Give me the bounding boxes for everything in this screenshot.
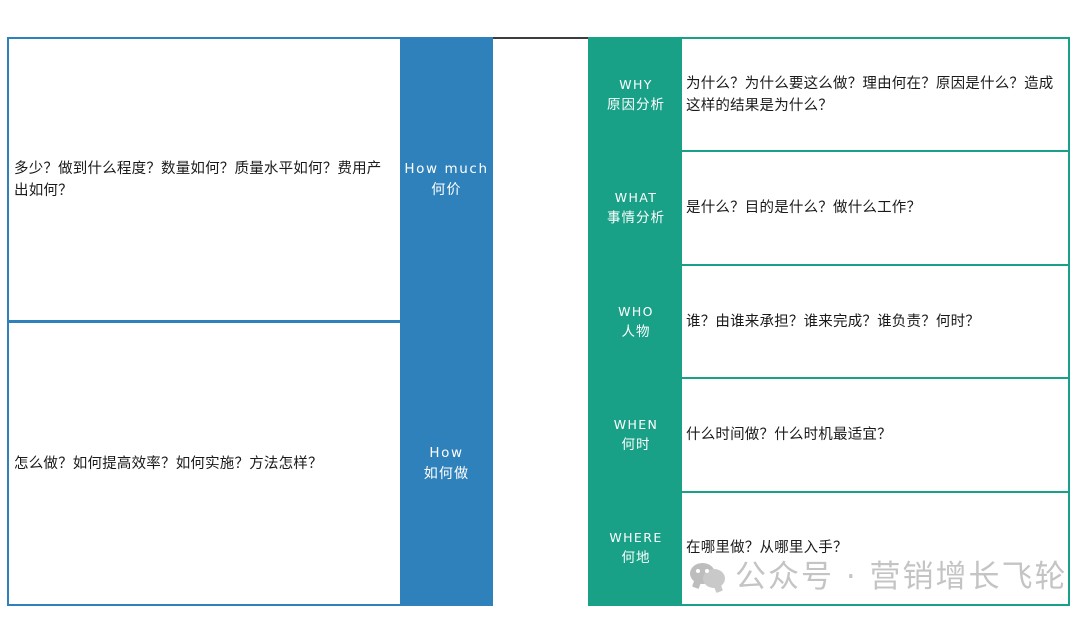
middle-spacer-column	[493, 37, 588, 606]
right-description-cell: 为什么？为什么要这么做？理由何在？原因是什么？造成这样的结果是为什么？	[682, 39, 1068, 151]
table-row: 多少？做到什么程度？数量如何？质量水平如何？费用产出如何？ How much 何…	[9, 39, 493, 320]
right-description-cell: 是什么？目的是什么？做什么工作？	[682, 152, 1068, 264]
right-key-cell-what: WHAT 事情分析	[590, 152, 682, 264]
left-description-cell: 怎么做？如何提高效率？如何实施？方法怎样？	[9, 323, 400, 604]
left-description-cell: 多少？做到什么程度？数量如何？质量水平如何？费用产出如何？	[9, 39, 400, 320]
left-description-text: 多少？做到什么程度？数量如何？质量水平如何？费用产出如何？	[14, 160, 382, 199]
table-row: WHO 人物 谁？由谁来承担？谁来完成？谁负责？何时？	[590, 263, 1068, 378]
right-description-text: 为什么？为什么要这么做？理由何在？原因是什么？造成这样的结果是为什么？	[686, 75, 1054, 114]
left-key-cell-how: How 如何做	[400, 323, 493, 604]
left-description-text: 怎么做？如何提高效率？如何实施？方法怎样？	[14, 455, 323, 472]
right-key-en: WHAT	[614, 190, 658, 206]
right-description-cell: 谁？由谁来承担？谁来完成？谁负责？何时？	[682, 265, 1068, 378]
table-row: WHY 原因分析 为什么？为什么要这么做？理由何在？原因是什么？造成这样的结果是…	[590, 39, 1068, 151]
right-table-5w: WHY 原因分析 为什么？为什么要这么做？理由何在？原因是什么？造成这样的结果是…	[588, 37, 1070, 606]
right-key-cn: 何时	[621, 436, 651, 453]
right-key-cn: 人物	[621, 323, 651, 340]
right-description-text: 谁？由谁来承担？谁来完成？谁负责？何时？	[686, 313, 980, 330]
right-key-en: WHY	[619, 76, 653, 92]
right-key-en: WHEN	[613, 416, 659, 432]
left-key-en: How much	[404, 160, 489, 177]
left-key-en: How	[429, 444, 464, 461]
table-row: 怎么做？如何提高效率？如何实施？方法怎样？ How 如何做	[9, 320, 493, 604]
right-key-cn: 事情分析	[607, 210, 665, 227]
left-key-cn: 如何做	[423, 465, 470, 482]
right-description-cell: 什么时间做？什么时机最适宜？	[682, 379, 1068, 491]
right-key-cell-who: WHO 人物	[590, 265, 682, 378]
right-description-text: 在哪里做？从哪里入手？	[686, 540, 848, 557]
left-table-how: 多少？做到什么程度？数量如何？质量水平如何？费用产出如何？ How much 何…	[7, 37, 493, 606]
right-description-text: 是什么？目的是什么？做什么工作？	[686, 200, 922, 217]
right-key-cell-why: WHY 原因分析	[590, 39, 682, 151]
right-key-cn: 原因分析	[607, 96, 665, 113]
right-description-text: 什么时间做？什么时机最适宜？	[686, 426, 892, 443]
right-key-cell-where: WHERE 何地	[590, 492, 682, 605]
right-description-cell: 在哪里做？从哪里入手？	[682, 492, 1068, 605]
right-key-cell-when: WHEN 何时	[590, 379, 682, 491]
right-key-cn: 何地	[621, 550, 651, 567]
left-key-cn: 何价	[431, 181, 462, 198]
table-row: WHAT 事情分析 是什么？目的是什么？做什么工作？	[590, 150, 1068, 264]
table-row: WHEN 何时 什么时间做？什么时机最适宜？	[590, 377, 1068, 491]
right-key-en: WHO	[618, 303, 654, 319]
left-key-cell-how-much: How much 何价	[400, 39, 493, 320]
table-row: WHERE 何地 在哪里做？从哪里入手？	[590, 490, 1068, 605]
right-key-en: WHERE	[609, 530, 663, 546]
